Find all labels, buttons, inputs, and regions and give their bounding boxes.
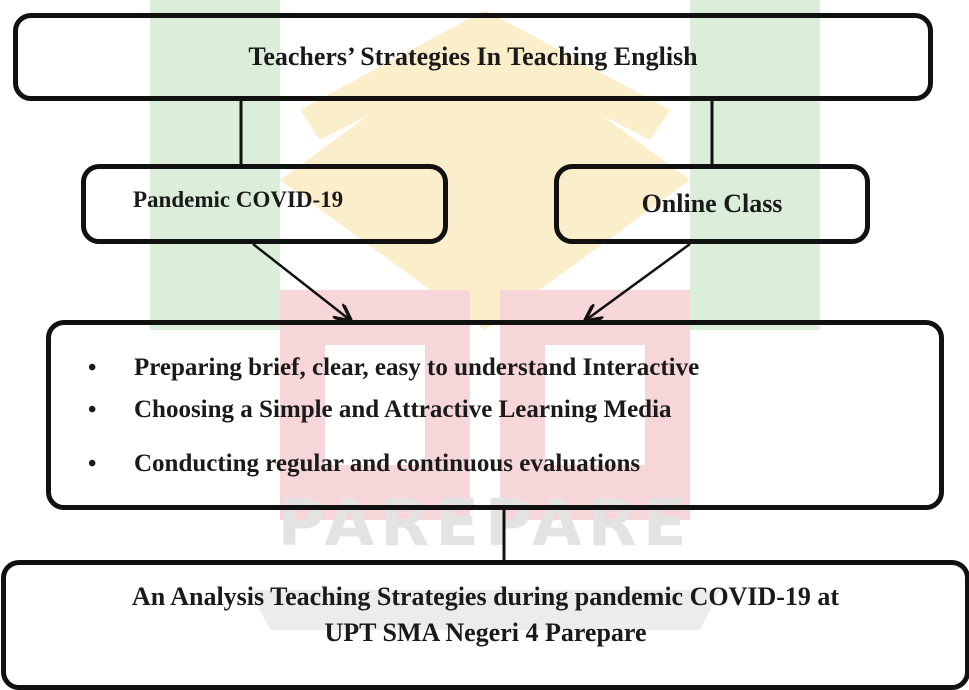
pandemic-covid-box: Pandemic COVID-19: [81, 164, 448, 244]
strategy-text: Preparing brief, clear, easy to understa…: [134, 354, 700, 381]
watermark-yellow-chevron: [300, 10, 670, 140]
strategy-text: Choosing a Simple and Attractive Learnin…: [134, 396, 672, 423]
main-topic-box: Teachers’ Strategies In Teaching English: [13, 13, 933, 101]
online-class-box: Online Class: [554, 164, 870, 244]
bullet-icon: •: [88, 451, 97, 477]
bullet-icon: •: [88, 397, 97, 423]
analysis-result-line-1: An Analysis Teaching Strategies during p…: [131, 582, 840, 611]
watermark-gray-stripe: [250, 590, 720, 630]
pandemic-covid-text: Pandemic COVID-19: [133, 187, 344, 212]
strategy-item: • Preparing brief, clear, easy to underst…: [88, 354, 699, 382]
arrow-covid-to-strategies: [252, 243, 350, 320]
analysis-result-line-2: UPT SMA Negeri 4 Parepare: [324, 618, 647, 647]
strategy-item: • Conducting regular and continuous evalu…: [88, 450, 640, 478]
analysis-result-box: An Analysis Teaching Strategies during p…: [1, 560, 969, 690]
watermark-text: PAREPARE: [277, 487, 692, 561]
watermark-white-slot-right: [545, 345, 645, 465]
bullet-icon: •: [88, 355, 97, 381]
strategy-item: • Choosing a Simple and Attractive Learni…: [88, 396, 672, 424]
strategy-text: Conducting regular and continuous evalua…: [134, 450, 641, 477]
strategies-box: • Preparing brief, clear, easy to underst…: [46, 320, 944, 510]
watermark-white-slot-left: [325, 345, 425, 465]
online-class-text: Online Class: [641, 189, 783, 218]
main-topic-text: Teachers’ Strategies In Teaching English: [248, 42, 698, 71]
analysis-result-text: An Analysis Teaching Strategies during p…: [132, 579, 839, 651]
arrow-online-to-strategies: [586, 242, 691, 320]
